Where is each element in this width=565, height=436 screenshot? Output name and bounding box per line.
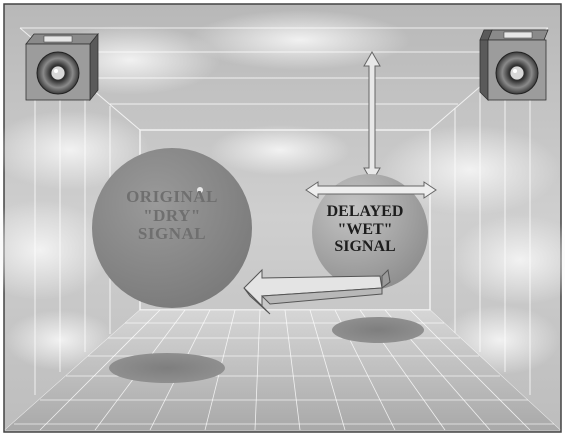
dry-label-line-1: ORIGINAL [92, 188, 252, 207]
left-speaker-icon [26, 34, 98, 100]
right-speaker-icon [480, 30, 548, 100]
dry-signal-label: ORIGINAL "DRY" SIGNAL [92, 188, 252, 244]
wet-label-line-2: "WET" [302, 221, 428, 239]
wet-signal-label: DELAYED "WET" SIGNAL [302, 203, 428, 256]
wet-sphere-shadow [332, 317, 424, 343]
wet-label-line-1: DELAYED [302, 203, 428, 221]
wet-label-line-3: SIGNAL [302, 238, 428, 256]
dry-label-line-3: SIGNAL [92, 225, 252, 244]
dry-sphere-shadow [109, 353, 225, 383]
dry-label-line-2: "DRY" [92, 207, 252, 226]
